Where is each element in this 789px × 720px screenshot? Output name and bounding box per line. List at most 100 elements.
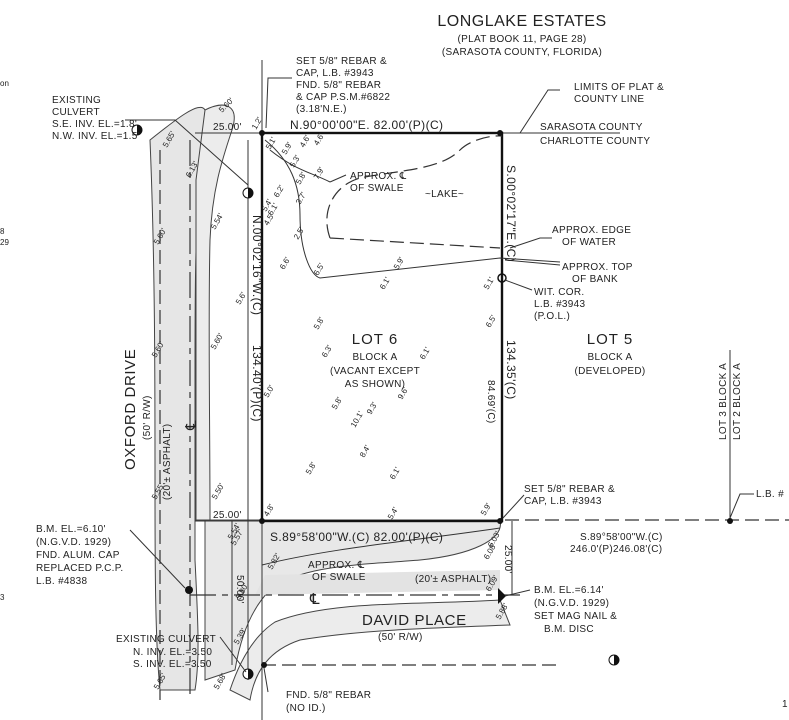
edge-fragment: 1 xyxy=(782,699,788,710)
culvert-end-nw xyxy=(131,124,143,136)
edge-fragment: 3 xyxy=(0,593,5,602)
oxford-swale-east-shading xyxy=(195,104,235,521)
swale-bottom-label-2: OF SWALE xyxy=(312,572,366,583)
north-bearing: N.90°00'00"E. 82.00'(P)(C) xyxy=(290,118,443,132)
wit-cor-label-3: (P.O.L.) xyxy=(534,311,570,322)
monument-se xyxy=(497,518,503,524)
leader-wit xyxy=(504,279,533,291)
spot-elevation: 6.5' xyxy=(484,313,498,329)
plat-county: (SARASOTA COUNTY, FLORIDA) xyxy=(442,47,602,58)
bm-west-marker xyxy=(185,586,193,594)
lot-6-label: LOT 6 xyxy=(352,331,398,348)
bm-east-label-2: (N.G.V.D. 1929) xyxy=(534,598,609,609)
spot-elevation: 6.1' xyxy=(418,345,432,361)
spot-elevation: 5.8' xyxy=(330,395,344,411)
leader-set-se xyxy=(502,494,525,519)
swale-top-label: APPROX. ℄ xyxy=(350,171,407,182)
culvert-top-label-2: CULVERT xyxy=(52,107,100,118)
leader-culvert-top xyxy=(125,119,249,186)
spot-elevation: 8.4' xyxy=(358,443,372,459)
lot-6-note-2: AS SHOWN) xyxy=(345,379,405,390)
leader-swale-top xyxy=(329,174,347,183)
spot-elevation: 6.3' xyxy=(320,343,334,359)
leader-set-rebar xyxy=(265,77,292,129)
witness-corner xyxy=(497,273,507,283)
swale-bottom-label: APPROX. ℄ xyxy=(308,560,365,571)
spot-elevation: 6.6' xyxy=(278,255,292,271)
oxford-rw-label: (50' R/W) xyxy=(142,395,153,440)
david-south-swale-shading xyxy=(229,599,511,701)
spot-elevation: 5.8' xyxy=(294,170,308,186)
bm-west-label-2: (N.G.V.D. 1929) xyxy=(36,537,111,548)
oxford-cl-symbol: ℄ xyxy=(183,420,200,431)
leader-fnd-bot xyxy=(263,667,269,693)
monument-ne xyxy=(497,130,503,136)
sarasota-label: SARASOTA COUNTY xyxy=(540,122,643,133)
bm-east-label-4: B.M. DISC xyxy=(544,624,594,635)
oxford-asphalt-label: (20'± ASPHALT) xyxy=(162,424,173,500)
top-bank-label: APPROX. TOP xyxy=(562,262,633,273)
fnd-rebar-label-2: & CAP P.S.M.#6822 xyxy=(296,92,390,103)
spot-elevation: 5.9' xyxy=(479,501,493,517)
david-swale-shading xyxy=(204,519,501,681)
set-rebar-label-2: CAP, L.B. #3943 xyxy=(296,68,374,79)
culvert-top-label-3: S.E. INV. EL.=1.8' xyxy=(52,119,137,130)
fnd-rebar-south xyxy=(261,662,267,668)
top-bank-label-2: OF BANK xyxy=(572,274,618,285)
swale-curve-bottom xyxy=(261,527,501,566)
charlotte-label: CHARLOTTE COUNTY xyxy=(540,136,650,147)
west-bearing: N.00°02'16"W.(C) xyxy=(250,215,264,315)
leader-top-bank xyxy=(504,259,561,266)
spot-elevation: 5.1' xyxy=(264,135,278,151)
david-asphalt-shading xyxy=(255,570,500,595)
edge-fragment: on xyxy=(0,79,9,88)
east-inner-length: 84.69'(C) xyxy=(485,380,496,424)
dim-25-top-label: 25.00' xyxy=(213,122,242,133)
bm-west-label: B.M. EL.=6.10' xyxy=(36,524,106,535)
lake-label: ~LAKE~ xyxy=(425,189,464,200)
fnd-rebar-label-3: (3.18'N.E.) xyxy=(296,104,347,115)
monument-nw xyxy=(259,130,265,136)
fnd-bottom-label: FND. 5/8" REBAR xyxy=(286,690,371,701)
wit-cor-label-2: L.B. #3943 xyxy=(534,299,586,310)
leader-limits xyxy=(519,89,560,134)
spot-elevation: 10.1' xyxy=(349,409,366,429)
spot-elevation: 3.7' xyxy=(294,190,308,206)
plat-reference: (PLAT BOOK 11, PAGE 28) xyxy=(458,34,587,45)
lot-6-note: (VACANT EXCEPT xyxy=(330,366,420,377)
bm-west-label-4: REPLACED P.C.P. xyxy=(36,563,124,574)
spot-elevation: 5.8' xyxy=(312,315,326,331)
swale-curve-top xyxy=(269,149,331,183)
spot-elevation: 5.6' xyxy=(234,290,248,306)
edge-fragment: 29 xyxy=(0,238,9,247)
oxford-drive-label: OXFORD DRIVE xyxy=(122,349,139,470)
spot-elevation: 5.9' xyxy=(280,140,294,156)
spot-elevation: 5.4' xyxy=(386,505,400,521)
david-place-label: DAVID PLACE xyxy=(362,612,467,629)
david-rw-label: (50' R/W) xyxy=(378,632,423,643)
bm-west-label-3: FND. ALUM. CAP xyxy=(36,550,120,561)
spot-elevation: 5.3' xyxy=(288,153,302,169)
lot-6-block: BLOCK A xyxy=(353,352,398,363)
leader-bm-w xyxy=(129,529,186,589)
spot-elevation: 4.8' xyxy=(262,502,276,518)
south-ext-bearing: S.89°58'00"W.(C) xyxy=(580,532,663,543)
culvert-end-ne xyxy=(242,187,254,199)
east-length: 134.35'(C) xyxy=(504,340,518,400)
spot-elevation: 4.6' xyxy=(298,133,312,149)
edge-water-label: APPROX. EDGE xyxy=(552,225,631,236)
plat-title: LONGLAKE ESTATES xyxy=(437,13,606,30)
culvert-end-se xyxy=(608,654,620,666)
monument-right xyxy=(727,518,733,524)
david-cl-symbol: ℄ xyxy=(309,591,320,608)
lot-3-label: LOT 3 BLOCK A xyxy=(718,363,729,440)
david-asphalt-label: (20'± ASPHALT) xyxy=(415,574,491,585)
spot-elevation: 6.1' xyxy=(378,275,392,291)
leader-bm-e xyxy=(504,589,531,597)
spot-elevation: 6.2' xyxy=(272,183,286,199)
swale-top-label-2: OF SWALE xyxy=(350,183,404,194)
spot-elevation: 5.8' xyxy=(304,460,318,476)
spot-elevation: 5.60' xyxy=(209,331,226,351)
culvert-bottom-label-2: N. INV. EL.=3.50 xyxy=(133,647,212,658)
